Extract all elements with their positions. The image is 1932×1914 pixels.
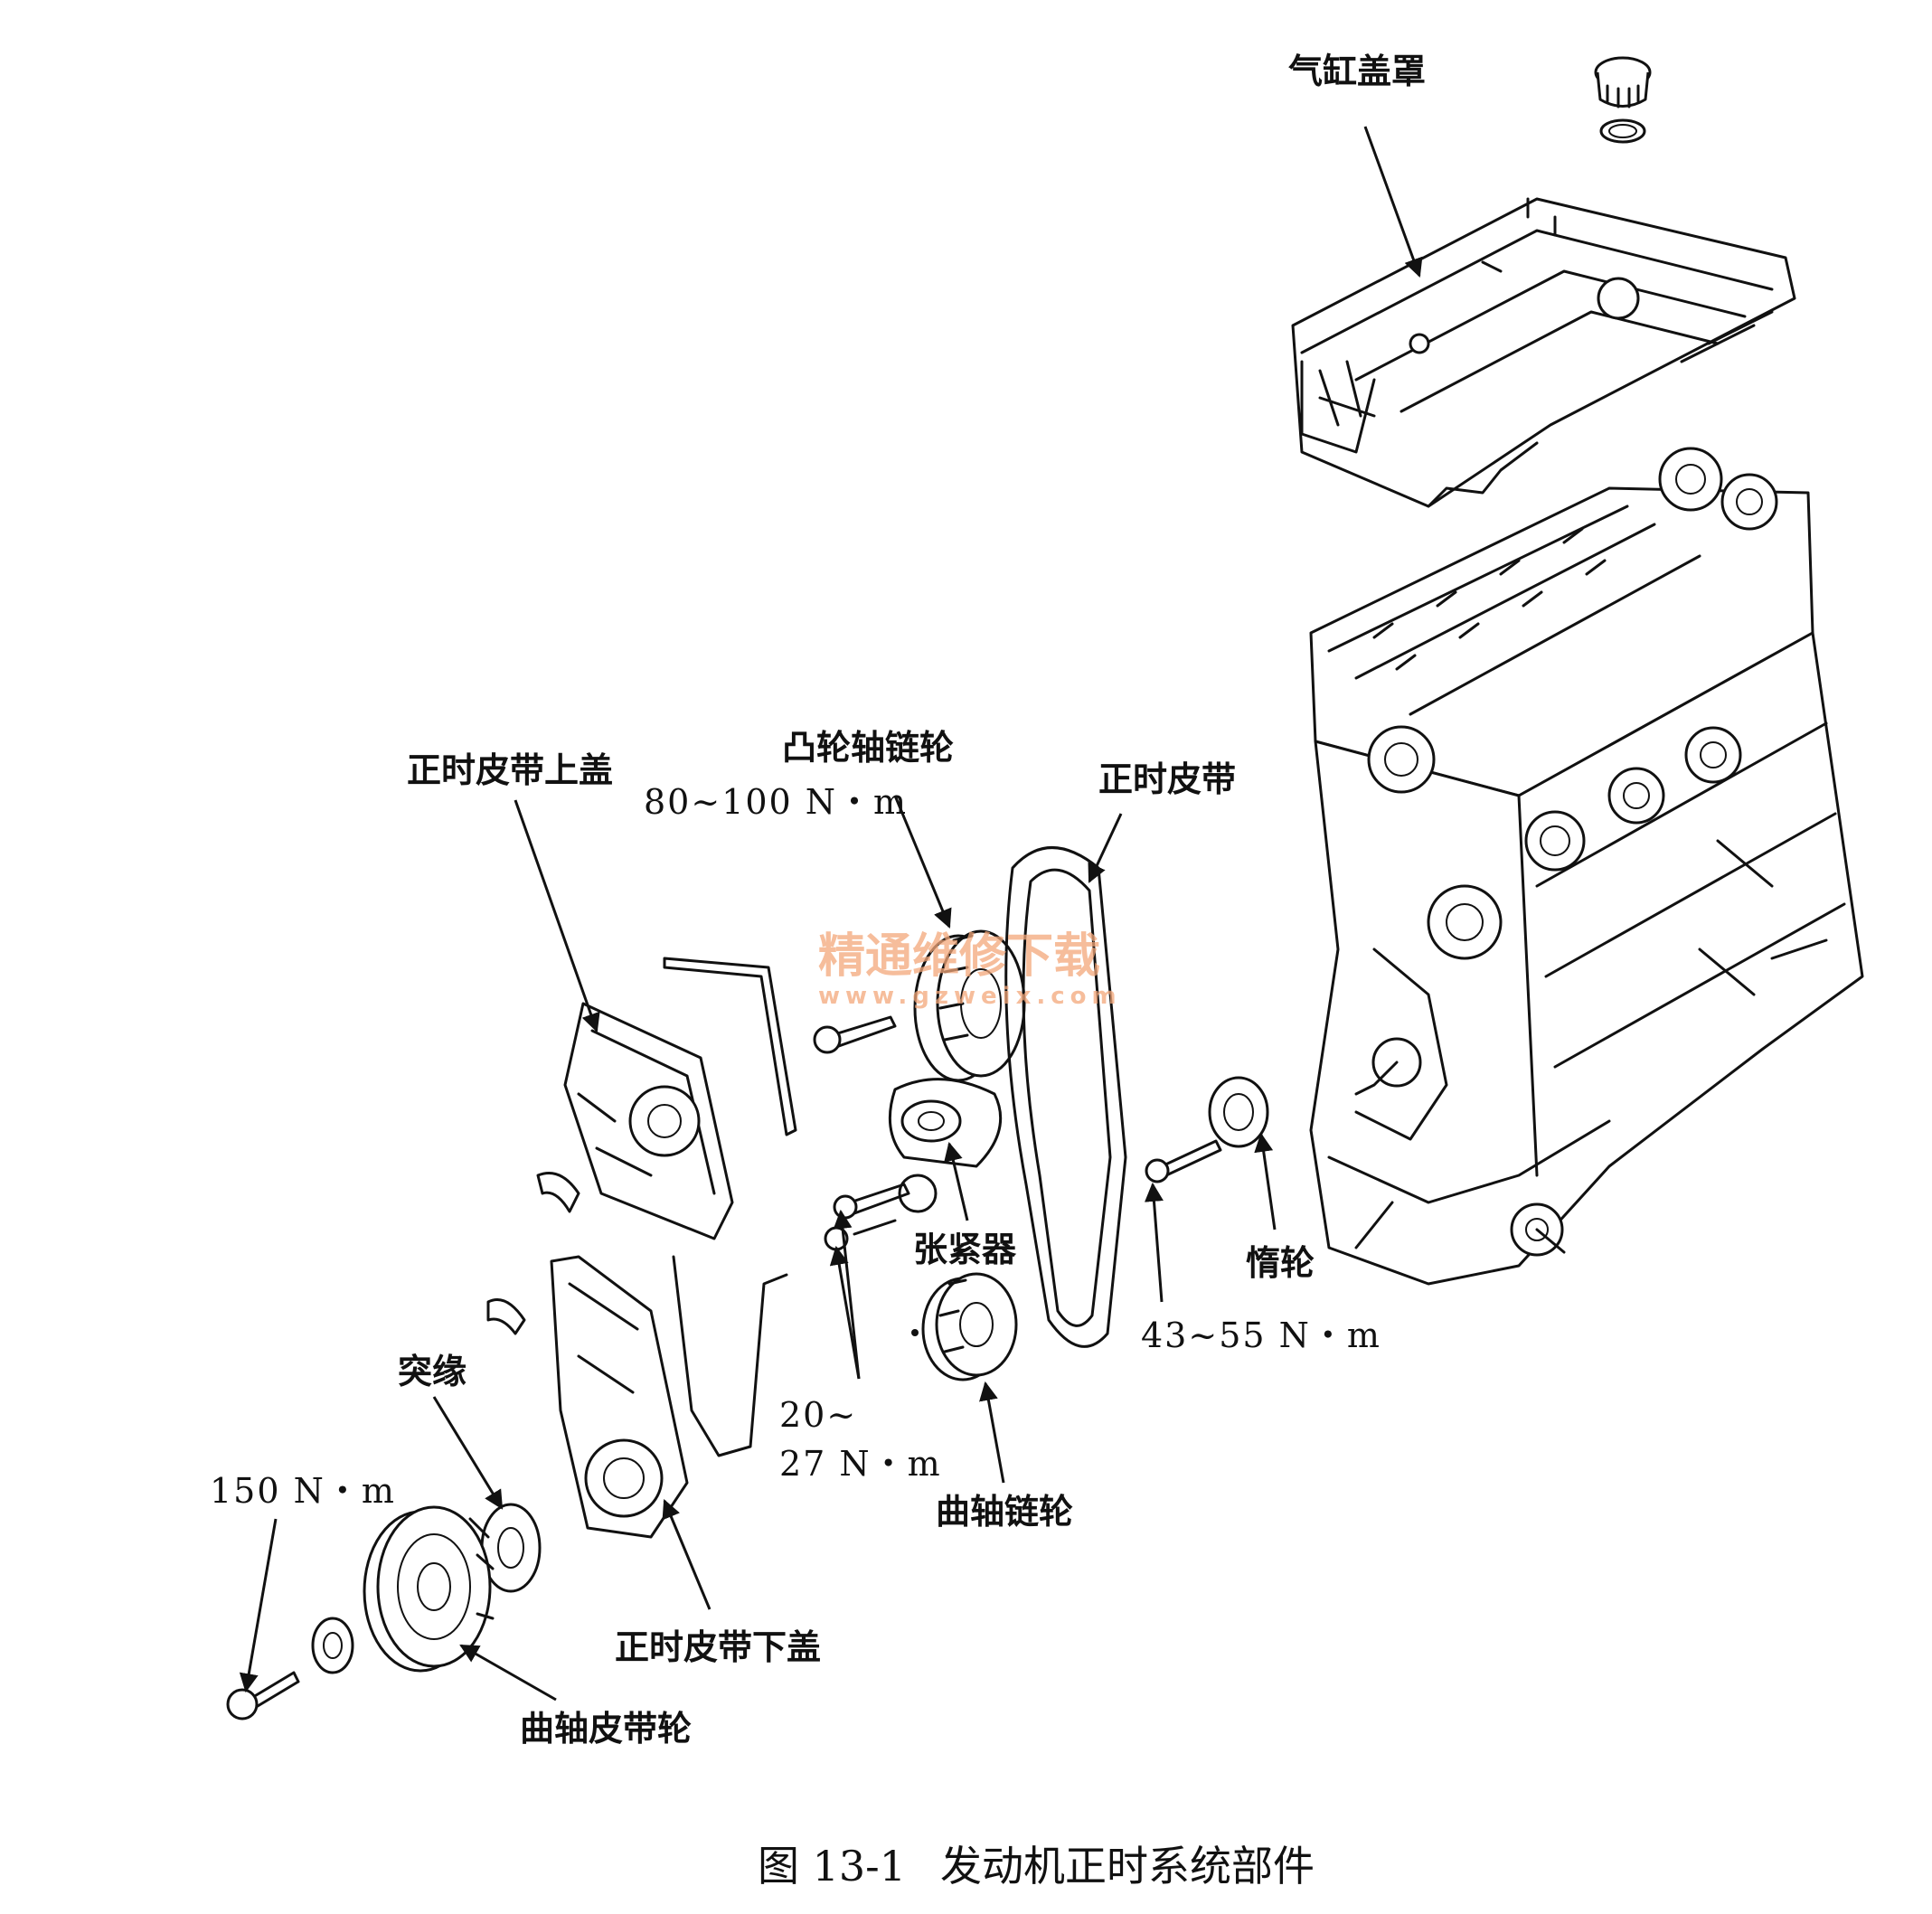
crankshaft-pulley-part	[363, 1505, 495, 1673]
torque-camshaft-bolt: 80~100 N・m	[644, 782, 908, 822]
upper-timing-cover-part	[536, 957, 797, 1240]
engine-block-drawing	[1291, 56, 1864, 1286]
crankshaft-sprocket-part	[911, 1272, 1018, 1381]
cylinder-head-cover-part	[1291, 197, 1796, 508]
torque-tensioner-bolt-line2: 27 N・m	[779, 1444, 942, 1484]
lower-timing-cover-part	[486, 1255, 788, 1539]
torque-idler-bolt: 43~55 N・m	[1141, 1315, 1381, 1355]
figure-number: 图 13-1	[758, 1842, 906, 1890]
torque-tensioner-bolt-line1: 20~	[779, 1395, 857, 1435]
label-cylinder-head-cover: 气缸盖罩	[1288, 52, 1426, 91]
engine-block-part	[1309, 631, 1864, 1286]
label-lower-timing-cover: 正时皮带下盖	[615, 1627, 821, 1667]
cylinder-head-part	[1309, 447, 1814, 797]
camshaft-sprocket-part	[813, 929, 1026, 1082]
label-camshaft-sprocket: 凸轮轴链轮	[782, 728, 954, 768]
label-crankshaft-pulley: 曲轴皮带轮	[520, 1709, 692, 1749]
tensioner-part	[824, 1078, 1003, 1251]
crank-bolt-part	[226, 1617, 354, 1721]
timing-belt-part	[1004, 846, 1127, 1348]
label-timing-belt: 正时皮带	[1098, 759, 1236, 799]
oil-filler-cap-part	[1594, 56, 1652, 144]
label-crankshaft-sprocket: 曲轴链轮	[936, 1492, 1073, 1532]
watermark-cn: 精通维修下载	[818, 929, 1100, 984]
idler-part	[1145, 1076, 1269, 1183]
label-upper-timing-cover: 正时皮带上盖	[407, 750, 613, 790]
label-flange: 突缘	[398, 1352, 467, 1391]
label-idler: 惰轮	[1246, 1243, 1315, 1283]
label-tensioner: 张紧器	[913, 1230, 1017, 1269]
flange-part	[480, 1503, 542, 1593]
watermark-url: www.gzweix.com	[818, 983, 1122, 1010]
figure-caption: 发动机正时系统部件	[940, 1842, 1315, 1890]
leader-lines	[239, 126, 1423, 1702]
torque-crank-bolt: 150 N・m	[210, 1471, 396, 1511]
